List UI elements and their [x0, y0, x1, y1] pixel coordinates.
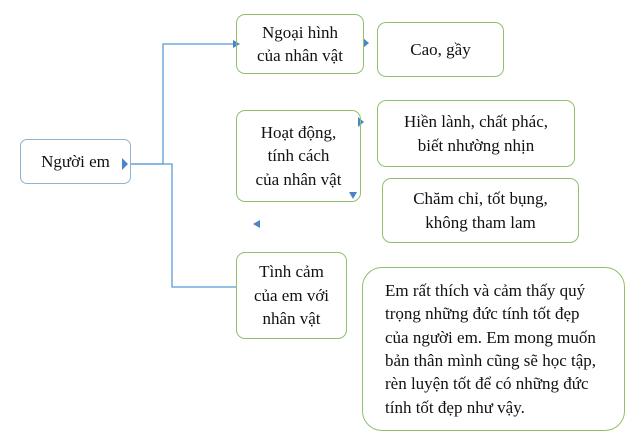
node-hien-lanh: Hiền lành, chất phác, biết nhường nhịn	[377, 100, 575, 167]
arrowhead-to-root	[122, 158, 128, 170]
node-root-label: Người em	[41, 151, 110, 171]
node-feelings-paragraph-text: Em rất thích và cảm thấy quý trọng những…	[385, 280, 597, 417]
node-feelings-label: Tình cảm của em với nhân vật	[253, 262, 330, 329]
arrowhead-stray	[253, 220, 260, 228]
node-appearance: Ngoại hình của nhân vật	[236, 14, 364, 74]
node-activity-personality-label: Hoạt động, tính cách của nhân vật	[255, 122, 342, 189]
node-cham-chi-label: Chăm chỉ, tốt bụng, không tham lam	[413, 189, 548, 232]
node-cao-gay: Cao, gầy	[377, 22, 504, 77]
node-appearance-label: Ngoại hình của nhân vật	[257, 22, 343, 65]
node-cao-gay-label: Cao, gầy	[410, 39, 471, 59]
connector-root-to-appearance	[130, 43, 233, 165]
node-hien-lanh-label: Hiền lành, chất phác, biết nhường nhịn	[404, 112, 548, 155]
node-feelings-paragraph: Em rất thích và cảm thấy quý trọng những…	[362, 267, 625, 431]
connector-root-to-feelings	[130, 163, 236, 288]
node-root-nguoi-em: Người em	[20, 139, 131, 184]
node-activity-personality: Hoạt động, tính cách của nhân vật	[236, 110, 361, 202]
arrowhead-near-cao-gay	[363, 38, 369, 48]
arrowhead-near-hien-lanh	[358, 117, 364, 127]
node-feelings: Tình cảm của em với nhân vật	[236, 252, 347, 339]
node-cham-chi: Chăm chỉ, tốt bụng, không tham lam	[382, 178, 579, 243]
